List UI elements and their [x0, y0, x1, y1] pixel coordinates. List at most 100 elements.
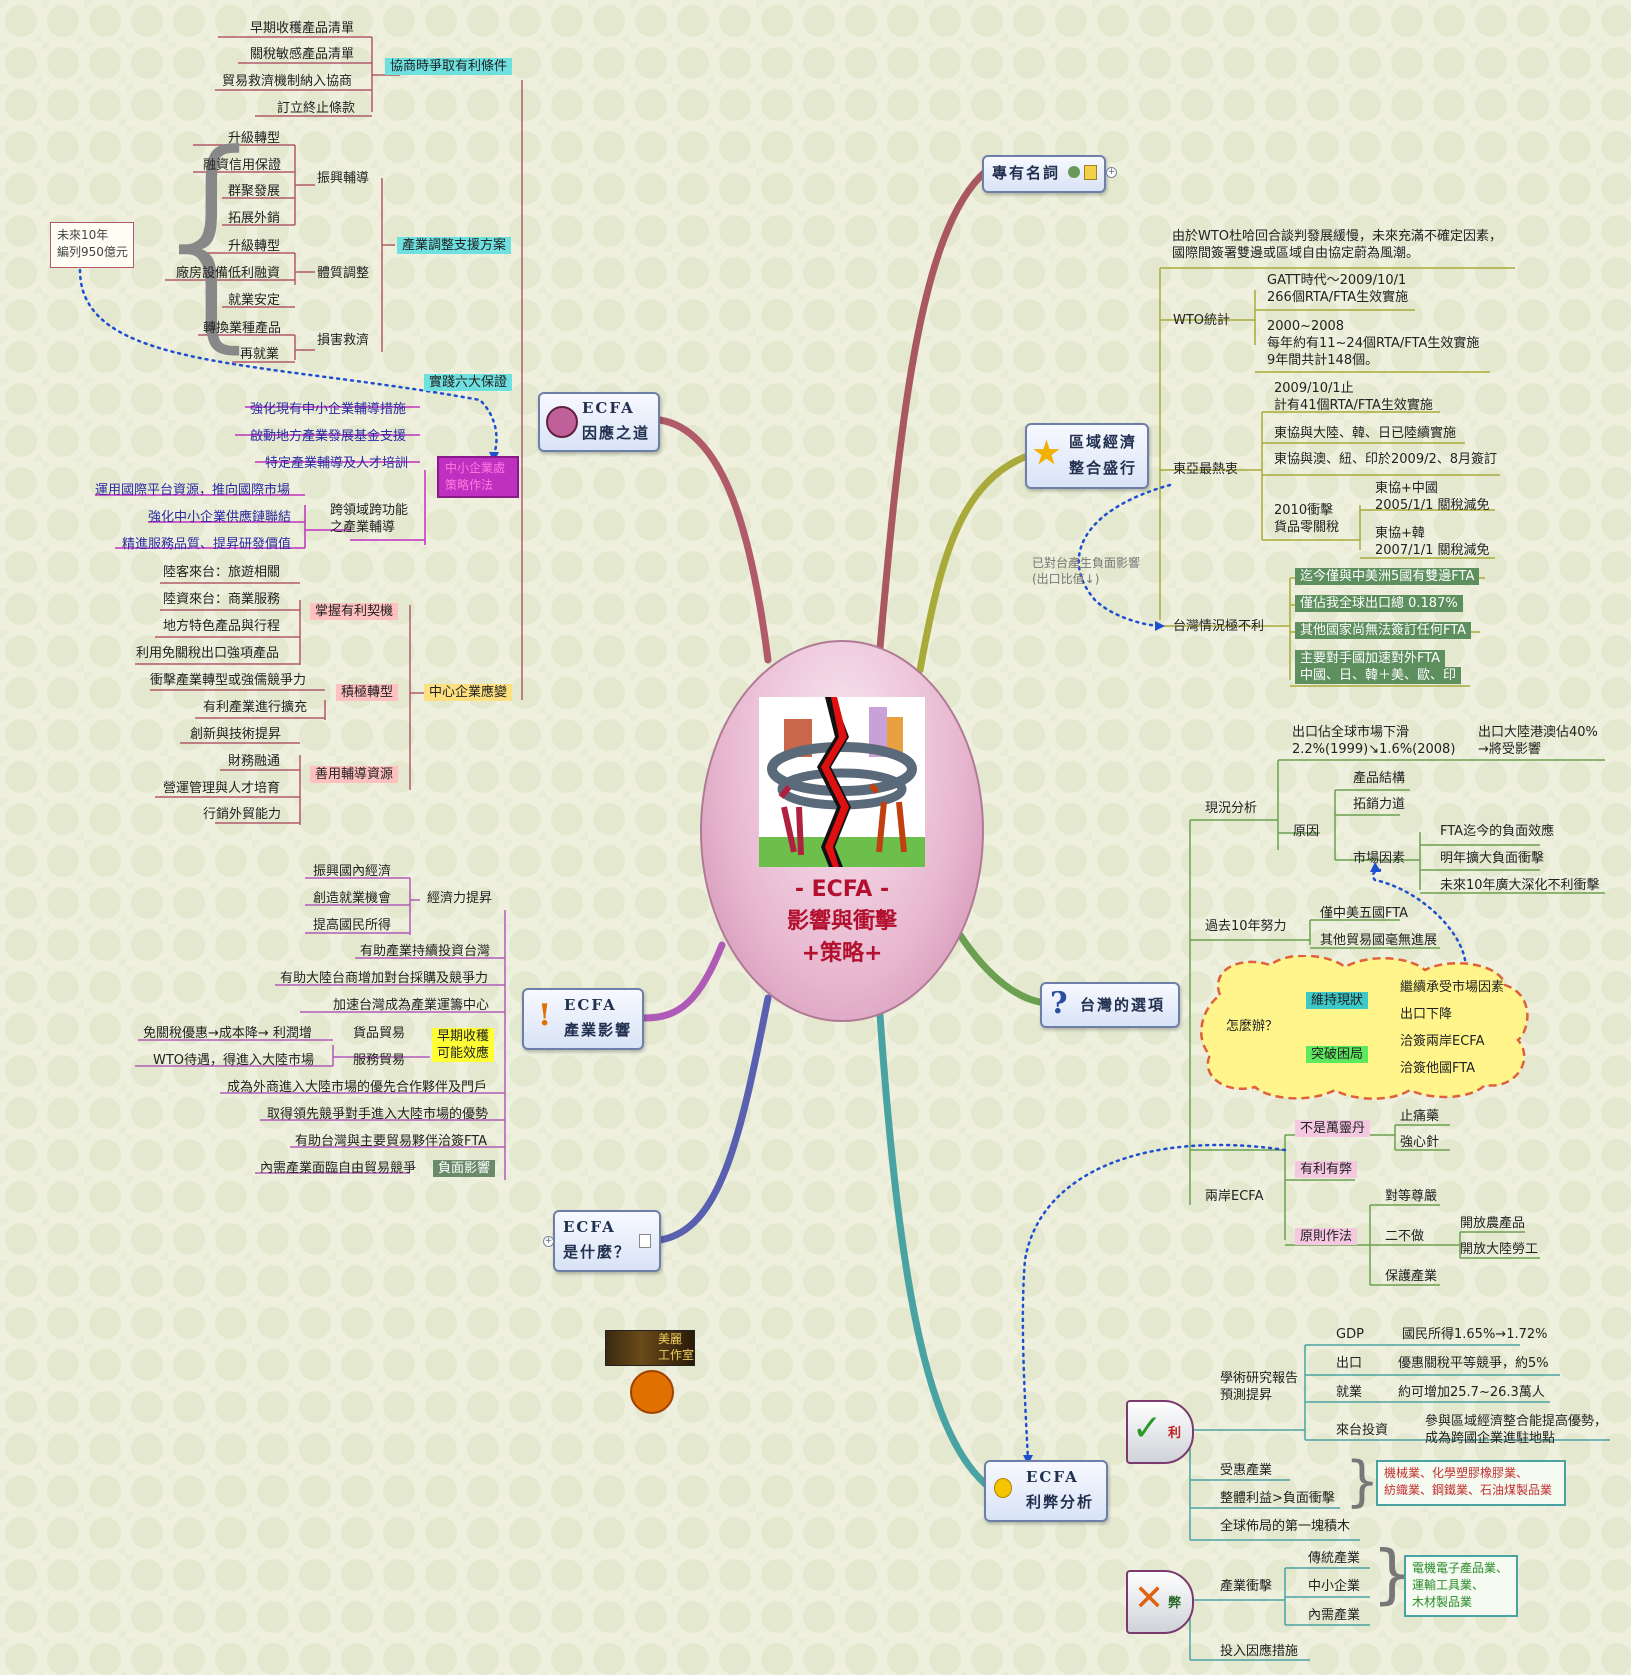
- con-shield[interactable]: ✕ 弊: [1126, 1570, 1194, 1634]
- relief[interactable]: 損害救濟: [317, 333, 370, 348]
- what-to-do[interactable]: 怎麼辦？: [1226, 1019, 1279, 1034]
- question-icon: ?: [1050, 986, 1070, 1021]
- expand-what-icon[interactable]: +: [543, 1236, 554, 1247]
- gatt-line2: 266個RTA/FTA生效實施: [1267, 290, 1409, 305]
- negotiate[interactable]: 協商時爭取有利條件: [385, 58, 513, 75]
- jobs-value: 約可增加25.7~26.3萬人: [1398, 1385, 1545, 1400]
- logo-text1: 美麗: [658, 1332, 683, 1346]
- logo-text2: 工作室: [658, 1348, 695, 1362]
- grab-opportunity[interactable]: 掌握有利契機: [310, 603, 399, 620]
- not-panacea[interactable]: 不是萬靈丹: [1295, 1120, 1371, 1137]
- topic-regional-line2: 整合盛行: [1069, 459, 1138, 477]
- shock-domestic: 內需產業: [1308, 1608, 1361, 1623]
- note-icon: [1084, 165, 1097, 180]
- early-harvest-line1[interactable]: 早期收穫: [432, 1028, 495, 1045]
- relief-item1: 轉換業種產品: [203, 321, 282, 336]
- face-icon: [546, 406, 578, 438]
- cross-item1: 運用國際平台資源，推向國際市場: [95, 483, 291, 498]
- cross-domain-line1[interactable]: 跨領域跨功能: [330, 503, 409, 518]
- relief-item2: 再就業: [240, 347, 280, 362]
- central-topic[interactable]: - ECFA - 影響與衝擊 +策略+: [700, 640, 984, 1022]
- economic-boost[interactable]: 經濟力提昇: [427, 891, 493, 906]
- topic-what[interactable]: ECFA 是什麼？: [553, 1210, 661, 1272]
- invest: 來台投資: [1336, 1423, 1389, 1438]
- boost[interactable]: 振興輔導: [317, 171, 370, 186]
- six-guarantees[interactable]: 實踐六大保證: [424, 374, 513, 391]
- east-asia[interactable]: 東亞最熱衷: [1173, 462, 1239, 477]
- sme-item3: 特定產業輔導及人才培訓: [265, 456, 409, 471]
- principle[interactable]: 原則作法: [1295, 1228, 1358, 1245]
- seal-icon: [630, 1370, 674, 1414]
- impact-item4: 成為外商進入大陸市場的優先合作夥伴及門戶: [227, 1080, 488, 1095]
- wto-stats[interactable]: WTO統計: [1173, 313, 1231, 328]
- expand-terms-icon[interactable]: +: [1106, 167, 1117, 178]
- past-effort[interactable]: 過去10年努力: [1205, 919, 1287, 934]
- reason[interactable]: 原因: [1293, 824, 1320, 839]
- sme-strategy-box[interactable]: 中小企業處 策略作法: [437, 456, 519, 498]
- painkiller: 止痛藥: [1400, 1109, 1440, 1124]
- topic-response-line1: ECFA: [582, 399, 635, 417]
- use-item2: 財務融通: [228, 754, 281, 769]
- market-factors[interactable]: 市場因素: [1353, 851, 1406, 866]
- boost-item1: 升級轉型: [228, 131, 281, 146]
- impact-item2: 有助大陸台商增加對台採購及競爭力: [280, 971, 489, 986]
- taiwan-unfavorable[interactable]: 台灣情況極不利: [1173, 619, 1265, 634]
- sme-line2: 策略作法: [445, 478, 494, 492]
- note-icon: [639, 1234, 651, 1248]
- topic-terms[interactable]: 專有名詞: [982, 155, 1106, 193]
- boost-item4: 拓展外銷: [228, 211, 281, 226]
- topic-regional[interactable]: ★ 區域經濟 整合盛行: [1025, 423, 1149, 489]
- research-line2[interactable]: 預測提昇: [1220, 1388, 1273, 1403]
- china-share-line2: →將受影響: [1478, 742, 1541, 757]
- gatt-line1: GATT時代～2009/10/1: [1267, 273, 1407, 288]
- break-through[interactable]: 突破困局: [1306, 1046, 1369, 1063]
- china-share-line1: 出口大陸港澳佔40%: [1478, 725, 1598, 740]
- boost-item2: 融資信用保證: [203, 158, 282, 173]
- active-transform[interactable]: 積極轉型: [336, 684, 399, 701]
- asean-korea-line1: 東協+韓: [1375, 526, 1425, 541]
- lightbulb-icon: [994, 1478, 1012, 1498]
- years-line2: 每年約有11~24個RTA/FTA生效實施: [1267, 336, 1480, 351]
- topic-pros-cons[interactable]: ECFA 利弊分析: [984, 1460, 1108, 1522]
- tw-fact4-line1: 主要對手國加速對外FTA: [1295, 650, 1446, 667]
- service-trade[interactable]: 服務貿易: [353, 1053, 406, 1068]
- body-adjust[interactable]: 體質調整: [317, 266, 370, 281]
- topic-taiwan[interactable]: ? 台灣的選項: [1040, 982, 1180, 1028]
- share-line1: 出口佔全球市場下滑: [1292, 725, 1410, 740]
- topic-what-line1: ECFA: [563, 1218, 616, 1236]
- two-nots[interactable]: 二不做: [1385, 1229, 1425, 1244]
- pros-and-cons[interactable]: 有利有弊: [1295, 1161, 1358, 1178]
- brace-icon: {: [140, 106, 287, 373]
- stimulant: 強心針: [1400, 1135, 1440, 1150]
- pro-shield[interactable]: ✓ 利: [1126, 1400, 1194, 1464]
- exclamation-icon: !: [538, 998, 554, 1033]
- years-line3: 9年間共計148個。: [1267, 353, 1379, 368]
- goods-trade[interactable]: 貨品貿易: [353, 1026, 406, 1041]
- active-item2: 有利產業進行擴充: [203, 700, 308, 715]
- industry-shock[interactable]: 產業衝擊: [1220, 1579, 1273, 1594]
- tw-fact1: 迄今僅與中美洲5國有雙邊FTA: [1295, 568, 1480, 585]
- research-line1[interactable]: 學術研究報告: [1220, 1371, 1299, 1386]
- sme-adapt[interactable]: 中心企業應變: [424, 684, 513, 701]
- negotiate-item1: 早期收穫產品清單: [250, 21, 355, 36]
- cross-strait-ecfa[interactable]: 兩岸ECFA: [1205, 1189, 1264, 1204]
- negative-impact[interactable]: 負面影響: [433, 1160, 496, 1177]
- branch-terms: [876, 168, 989, 652]
- topic-response[interactable]: ECFA 因應之道: [538, 392, 660, 452]
- cross-item2: 強化中小企業供應鏈聯結: [148, 510, 292, 525]
- shock-sme: 中小企業: [1308, 1579, 1361, 1594]
- cross-domain-line2[interactable]: 之產業輔導: [330, 520, 396, 535]
- status-analysis[interactable]: 現況分析: [1205, 801, 1258, 816]
- econ-item3: 提高國民所得: [313, 918, 392, 933]
- early-harvest-line2[interactable]: 可能效應: [432, 1045, 495, 1062]
- con-label: 弊: [1168, 1596, 1182, 1611]
- asean-china-line2: 2005/1/1 關稅減免: [1375, 498, 1490, 513]
- topic-impact[interactable]: ! ECFA 產業影響: [522, 988, 644, 1050]
- use-resources[interactable]: 善用輔導資源: [310, 766, 399, 783]
- topic-what-line2: 是什麼？: [563, 1243, 632, 1261]
- principle-dignity: 對等尊嚴: [1385, 1189, 1438, 1204]
- benefit-industry-line2: 紡織業、鋼鐵業、石油煤製品業: [1384, 1483, 1553, 1497]
- keep-status[interactable]: 維持現狀: [1306, 992, 1369, 1009]
- negative-note-line2: (出口比值↓): [1032, 572, 1100, 586]
- adjust-support[interactable]: 產業調整支援方案: [397, 237, 512, 254]
